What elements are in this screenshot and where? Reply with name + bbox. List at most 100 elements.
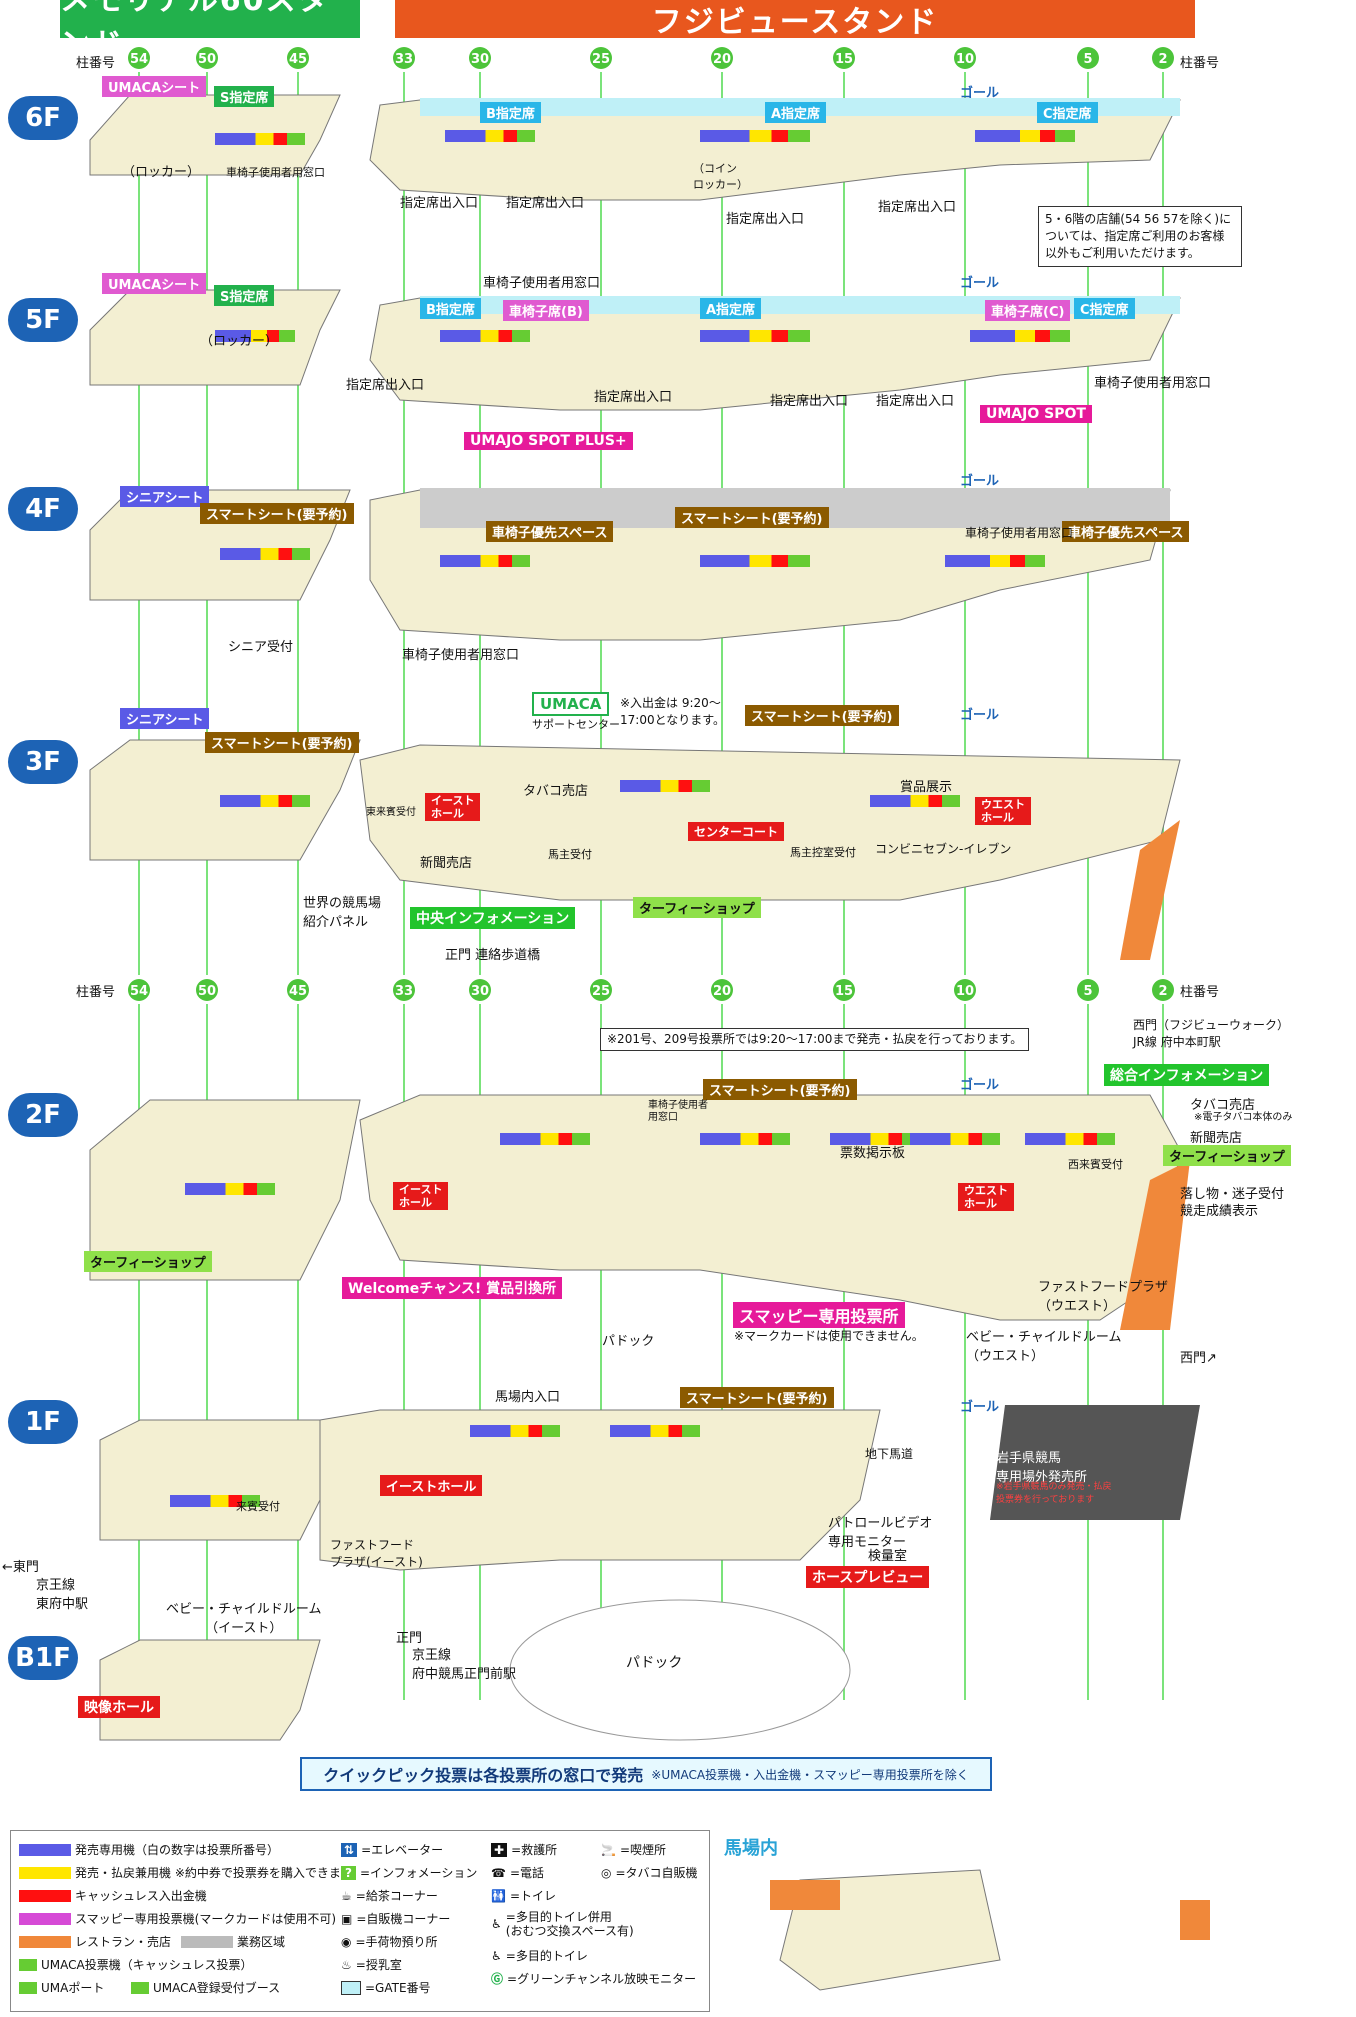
pillar-number: 54: [130, 984, 148, 999]
seat-block: [273, 133, 287, 145]
pillar-number: 33: [395, 984, 413, 999]
seat-block: [870, 795, 911, 807]
quickpick-banner: クイックピック投票は各投票所の窓口で発売 ※UMACA投票機・入出金機・スマッピ…: [300, 1757, 992, 1791]
3f-turfy-shop[interactable]: ターフィーショップ: [633, 897, 761, 918]
floor-b1f-badge[interactable]: B1F: [8, 1636, 78, 1680]
seat-block: [215, 133, 256, 145]
infield-shop-block-2: [1180, 1900, 1210, 1940]
pillar-number: 45: [289, 984, 307, 999]
1f-east-gate[interactable]: ←東門: [2, 1560, 39, 1575]
3f-tobacco: タバコ売店: [523, 784, 589, 799]
3f-west-hall: ウエスト ホール: [975, 797, 1031, 825]
pillar-number-badge: [287, 979, 309, 1001]
3f-smart-2: スマートシート(要予約): [745, 705, 899, 726]
multi-toilet-icon: ♿=多目的トイレ: [491, 1948, 588, 1964]
seat-block: [788, 555, 810, 567]
seat-block: [942, 795, 960, 807]
1f-iwate-block: [990, 1405, 1200, 1520]
seat-block: [220, 795, 261, 807]
2f-baby-room-west: ベビー・チャイルドルーム （ウエスト）: [966, 1330, 1122, 1364]
pillar-number: 25: [592, 984, 610, 999]
seat-block: [257, 1183, 275, 1195]
pillar-number-badge: [393, 979, 415, 1001]
pillar-number-badge: [128, 47, 150, 69]
3f-center-info[interactable]: 中央インフォメーション: [410, 907, 576, 929]
pillar-number-badge: [196, 979, 218, 1001]
4f-senior-seat: シニアシート: [120, 486, 210, 507]
seat-block: [650, 1425, 669, 1437]
pillar-number-badge: [711, 47, 733, 69]
floor-5f-badge[interactable]: 5F: [8, 298, 78, 342]
seat-block: [668, 1425, 682, 1437]
seat-block: [243, 1183, 257, 1195]
3f-goal: ゴール: [960, 708, 1000, 723]
pillar-number: 10: [956, 52, 974, 67]
map-legend: 発売専用機（白の数字は投票所番号） 発売・払戻兼用機 ※約中券で投票券を購入でき…: [10, 1830, 710, 2012]
seat-block: [1050, 330, 1070, 342]
6f-entrance-2: 指定席出入口: [506, 196, 585, 211]
5f-entrance-3: 指定席出入口: [770, 394, 849, 409]
seat-block: [445, 130, 486, 142]
floor-3f-badge[interactable]: 3F: [8, 740, 78, 784]
2f-welcome-chance[interactable]: Welcomeチャンス! 賞品引換所: [342, 1277, 563, 1299]
seat-block: [982, 1133, 1000, 1145]
2f-right-plate: [359, 1094, 1181, 1321]
umaca-support-center: サポートセンター: [532, 718, 620, 731]
5f-a-seat: A指定席: [700, 298, 762, 319]
seat-block: [950, 1133, 969, 1145]
seat-block: [1040, 130, 1055, 142]
seat-block: [772, 1133, 790, 1145]
5f-entrance-2: 指定席出入口: [594, 390, 673, 405]
pillar-number-badge: [1077, 979, 1099, 1001]
5f-umajo-plus[interactable]: UMAJO SPOT PLUS+: [464, 432, 633, 450]
1f-main-gate[interactable]: 正門: [396, 1631, 423, 1646]
6f-a-seat: A指定席: [765, 102, 827, 123]
seat-block: [185, 1183, 226, 1195]
seat-block: [771, 330, 788, 342]
seat-block: [278, 795, 292, 807]
seat-block: [758, 1133, 772, 1145]
b1f-movie-hall: 映像ホール: [78, 1696, 160, 1718]
2f-west-gate[interactable]: 西門↗: [1180, 1351, 1217, 1366]
2f-turfy-right[interactable]: ターフィーショップ: [1163, 1145, 1291, 1166]
2f-wheel-window: 車椅子使用者 用窓口: [648, 1100, 708, 1123]
seat-block: [990, 555, 1010, 567]
pillar-number-badge: [833, 979, 855, 1001]
floor-1f-badge[interactable]: 1F: [8, 1400, 78, 1444]
seat-block: [678, 780, 692, 792]
1f-horse-preview[interactable]: ホースプレビュー: [806, 1566, 930, 1588]
seat-block: [620, 780, 661, 792]
seat-block: [528, 1425, 542, 1437]
legend-item: レストラン・売店: [19, 1933, 171, 1950]
1f-goal: ゴール: [960, 1400, 1000, 1415]
vending-icon: ▣=自販機コーナー: [341, 1911, 451, 1927]
floor-6f-badge[interactable]: 6F: [8, 96, 78, 140]
phone-icon: ☎=電話: [491, 1865, 545, 1881]
legend-item: 発売・払戻兼用機 ※約中券で投票券を購入できます。: [19, 1864, 364, 1881]
seat-block: [210, 1495, 229, 1507]
seat-block: [740, 1133, 759, 1145]
pillar-number: 10: [956, 984, 974, 999]
seat-block: [170, 1495, 211, 1507]
2f-general-info[interactable]: 総合インフォメーション: [1104, 1064, 1270, 1086]
2f-turfy-left[interactable]: ターフィーショップ: [84, 1251, 212, 1272]
seat-block: [700, 330, 750, 342]
pillar-number-badge: [590, 47, 612, 69]
6f-coin-locker: （コイン ロッカー）: [693, 162, 748, 191]
seat-block: [279, 330, 295, 342]
infield-title: 馬場内: [724, 1838, 778, 1859]
seat-block: [700, 130, 750, 142]
pillar-label-left-2: 柱番号: [76, 985, 116, 1000]
floor-2f-badge[interactable]: 2F: [8, 1093, 78, 1137]
6f-entrance-1: 指定席出入口: [400, 196, 479, 211]
b1f-plate: [99, 1639, 321, 1741]
2f-smappy-booth[interactable]: スマッピー専用投票所: [733, 1302, 905, 1328]
fujiview-stand-bar: フジビュースタンド: [395, 0, 1195, 40]
5f-wheel-b: 車椅子席(B): [503, 300, 589, 321]
2f-tobacco-note: ※電子タバコ本体のみ: [1194, 1112, 1293, 1123]
5f-s-seat: S指定席: [214, 285, 275, 306]
floor-4f-badge[interactable]: 4F: [8, 487, 78, 531]
pillar-number: 15: [835, 52, 853, 67]
5f-umajo[interactable]: UMAJO SPOT: [980, 405, 1092, 423]
seat-block: [267, 330, 279, 342]
